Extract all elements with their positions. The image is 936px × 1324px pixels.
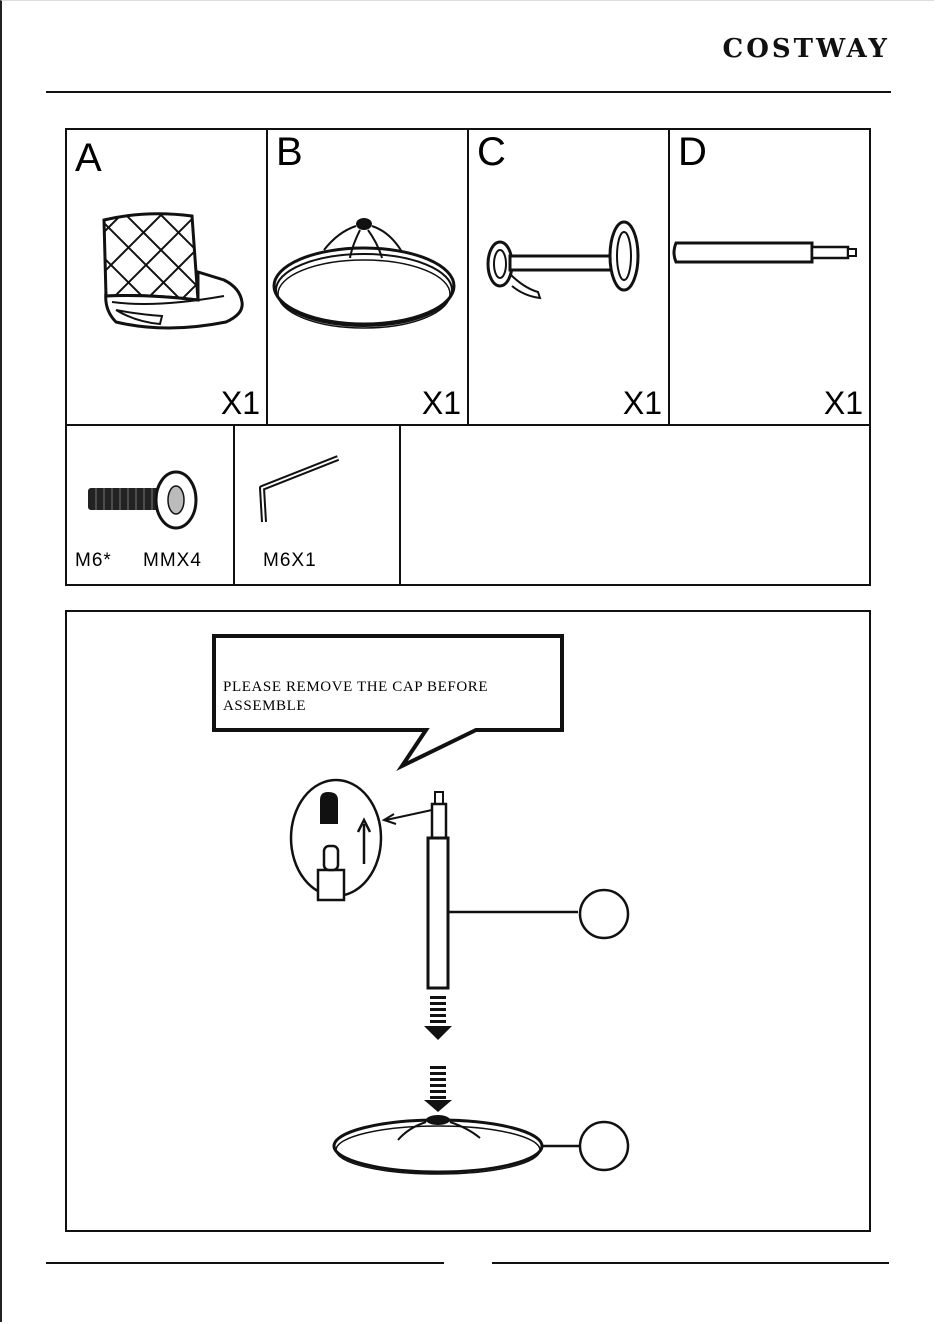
part-d-cell: D X1 xyxy=(670,130,869,424)
footer-rule-right xyxy=(492,1262,889,1264)
part-quantity: X1 xyxy=(824,385,863,422)
seat-icon xyxy=(96,210,246,335)
footrest-ring-icon xyxy=(484,218,648,306)
cap-detail-icon xyxy=(288,778,388,900)
round-base-icon xyxy=(272,210,456,330)
part-quantity: X1 xyxy=(422,385,461,422)
hardware-col-divider xyxy=(399,425,401,586)
part-letter: B xyxy=(276,130,303,175)
footer-rule-left xyxy=(46,1262,444,1264)
brand-logo: COSTWAY xyxy=(723,34,890,64)
part-quantity: X1 xyxy=(221,385,260,422)
allen-key-icon xyxy=(256,452,346,532)
bolt-label-qty: MMX4 xyxy=(143,550,202,572)
bolt-icon xyxy=(86,470,202,532)
part-letter: C xyxy=(477,130,506,175)
part-letter: A xyxy=(75,136,102,181)
header-rule xyxy=(46,91,891,93)
bolt-label-size: M6* xyxy=(75,550,112,572)
base-assembly-icon xyxy=(330,1062,630,1182)
part-letter: D xyxy=(678,130,707,175)
part-quantity: X1 xyxy=(623,385,662,422)
gas-lift-vertical-icon xyxy=(380,790,640,1050)
callout-text: PLEASE REMOVE THE CAP BEFORE ASSEMBLE xyxy=(223,678,543,716)
allen-key-label: M6X1 xyxy=(263,550,317,572)
gas-lift-icon xyxy=(672,238,862,268)
